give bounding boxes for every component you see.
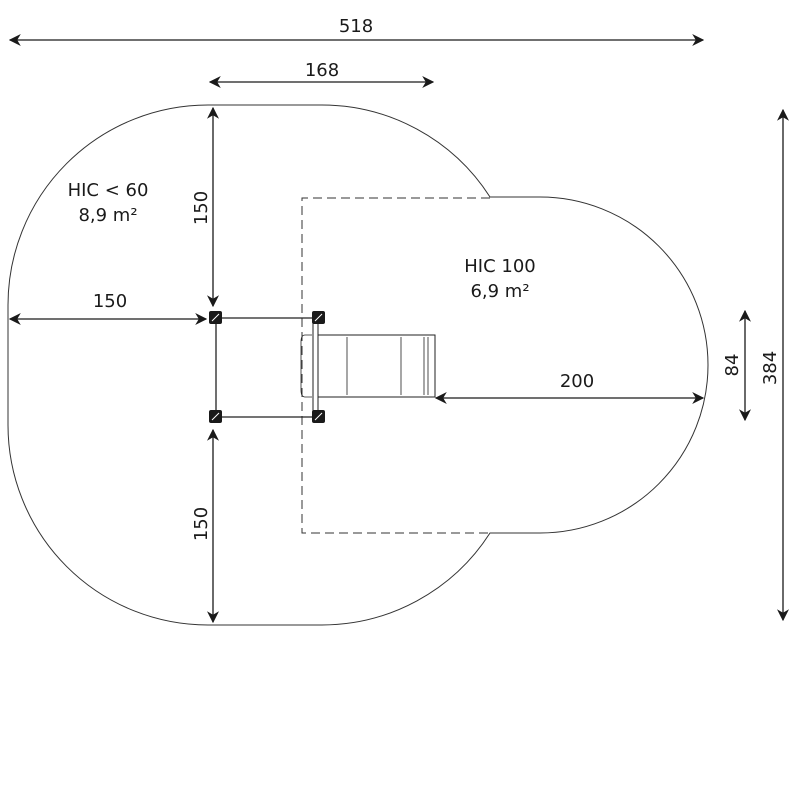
dim-label-left-clearance: 150 bbox=[93, 291, 127, 312]
zone-label-hic-60: HIC < 60 bbox=[68, 180, 149, 201]
dim-label-total-depth: 384 bbox=[760, 351, 781, 385]
dim-label-top-clearance: 150 bbox=[191, 191, 212, 225]
dim-label-structure-width: 168 bbox=[305, 60, 339, 81]
play-structure bbox=[209, 311, 436, 423]
slide bbox=[317, 334, 436, 398]
dim-label-slide-width: 84 bbox=[722, 354, 743, 377]
zone-label-hic-100: HIC 100 bbox=[464, 256, 536, 277]
dim-label-total-width: 518 bbox=[339, 16, 373, 37]
zone-area-hic-60: 8,9 m² bbox=[78, 205, 137, 226]
dim-label-slide-clearance: 200 bbox=[560, 371, 594, 392]
zone-area-hic-100: 6,9 m² bbox=[470, 281, 529, 302]
safety-zone-outline bbox=[7, 104, 709, 626]
dim-label-bottom-clearance: 150 bbox=[191, 507, 212, 541]
hic-100-zone-dashed bbox=[301, 197, 490, 534]
